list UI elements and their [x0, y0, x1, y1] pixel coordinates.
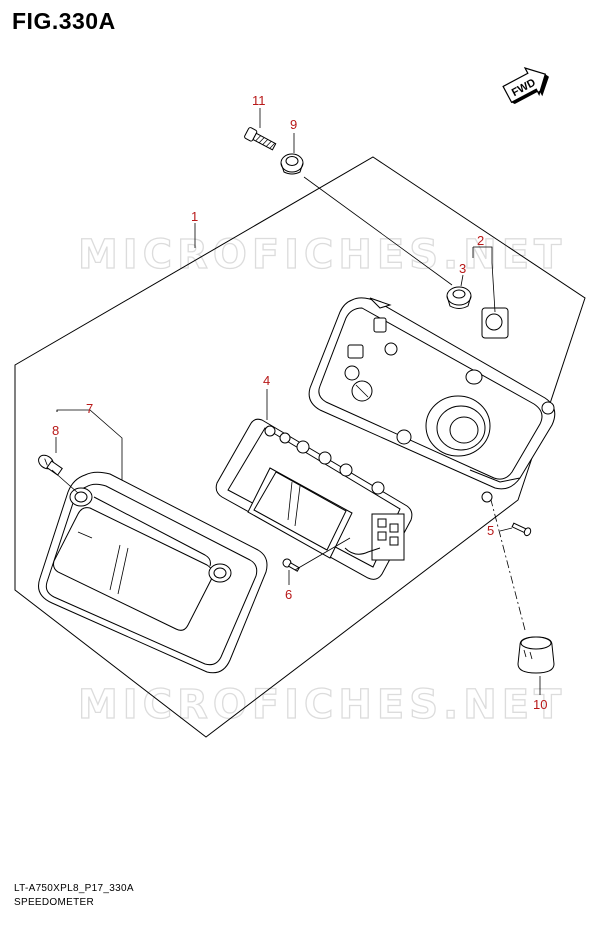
meter-board-part-4: [215, 418, 413, 580]
meter-case-part-2: [308, 297, 556, 503]
figure-title: FIG.330A: [12, 8, 116, 34]
watermark-top: MICROFICHES.NET: [78, 232, 566, 278]
callouts: 11 9 1 2 3 4 7 8 5 6 10: [52, 93, 547, 712]
screw-part-5: [511, 522, 532, 537]
bulb-part-10: [517, 636, 555, 674]
meter-cover-part-7: [38, 471, 268, 674]
screw-part-6: [282, 558, 300, 572]
fwd-arrow: FWD: [502, 67, 549, 105]
callout-10: 10: [533, 697, 547, 712]
callout-6: 6: [285, 587, 292, 602]
assembly-outline: [14, 156, 586, 738]
callout-2: 2: [477, 233, 484, 248]
callout-8: 8: [52, 423, 59, 438]
grommet-part-3: [446, 286, 472, 309]
screw-part-8: [38, 454, 63, 476]
screw-part-11: [244, 127, 277, 151]
grommet-part-9: [280, 153, 304, 175]
callout-9: 9: [290, 117, 297, 132]
part-name: SPEEDOMETER: [14, 897, 94, 908]
callout-7: 7: [86, 401, 93, 416]
callout-4: 4: [263, 373, 270, 388]
callout-1: 1: [191, 209, 198, 224]
watermark-bottom: MICROFICHES.NET: [78, 682, 566, 728]
callout-3: 3: [459, 261, 466, 276]
model-code: LT-A750XPL8_P17_330A: [14, 883, 134, 894]
callout-11: 11: [252, 93, 266, 108]
callout-5: 5: [487, 523, 494, 538]
leader-lines: [51, 108, 541, 695]
